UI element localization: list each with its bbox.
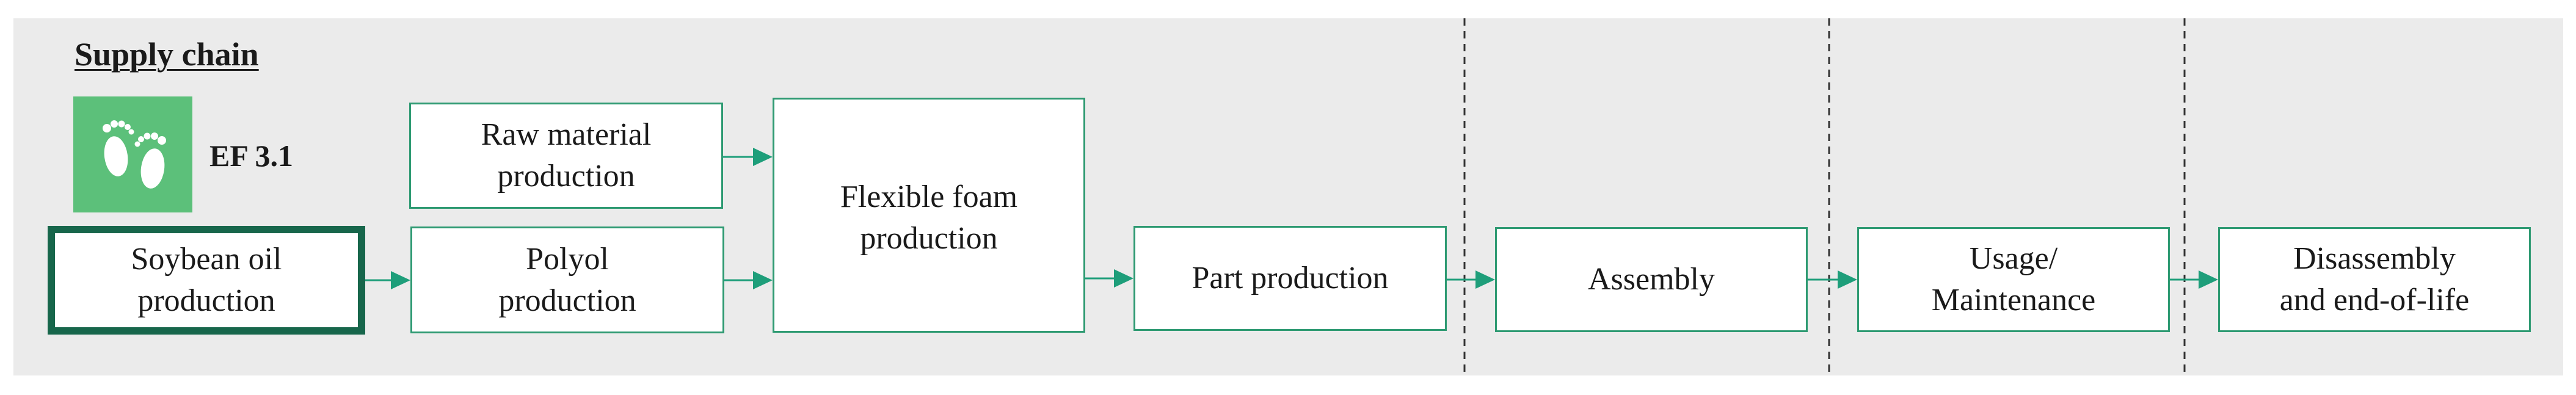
node-line: production bbox=[498, 283, 636, 318]
diagram-title: Supply chain bbox=[75, 36, 259, 73]
node-line: Usage/ bbox=[1969, 241, 2058, 276]
node-line: Polyol bbox=[526, 241, 609, 277]
node-line: Flexible foam bbox=[840, 179, 1018, 214]
node-assembly: Assembly bbox=[1495, 227, 1808, 332]
node-line: and end-of-life bbox=[2279, 283, 2470, 317]
node-usage-maintenance: Usage/ Maintenance bbox=[1857, 227, 2170, 332]
node-soybean-oil-production: Soybean oil production bbox=[48, 226, 365, 335]
node-disassembly-end-of-life: Disassembly and end-of-life bbox=[2218, 227, 2531, 332]
node-line: Part production bbox=[1192, 261, 1389, 295]
node-line: Raw material bbox=[481, 117, 652, 152]
footprints-icon bbox=[73, 96, 192, 212]
node-line: production bbox=[860, 221, 998, 256]
ef-method-label: EF 3.1 bbox=[209, 139, 294, 173]
node-part-production: Part production bbox=[1133, 226, 1447, 331]
node-line: Maintenance bbox=[1931, 283, 2096, 317]
footprints-icon-glyph bbox=[103, 120, 166, 189]
node-flexible-foam-production: Flexible foam production bbox=[773, 98, 1085, 333]
node-line: Assembly bbox=[1588, 262, 1715, 297]
node-line: Soybean oil bbox=[131, 242, 282, 277]
node-line: Disassembly bbox=[2293, 241, 2456, 276]
node-raw-material-production: Raw material production bbox=[409, 103, 723, 209]
node-line: production bbox=[137, 283, 275, 318]
node-polyol-production: Polyol production bbox=[410, 226, 724, 333]
node-line: production bbox=[497, 159, 635, 194]
